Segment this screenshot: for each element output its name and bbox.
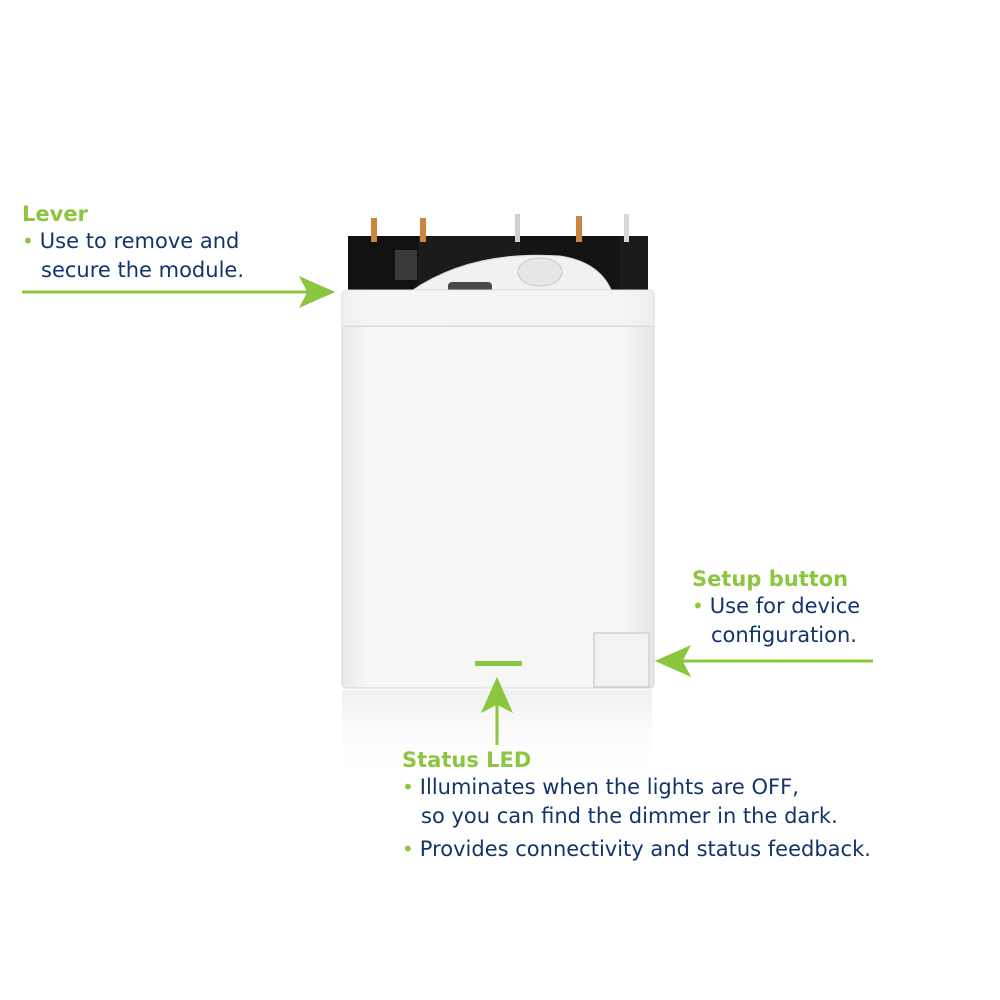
status-bullet-1-line1: Illuminates when the lights are OFF, [419, 775, 799, 799]
setup-callout: Setup button •Use for device configurati… [692, 566, 860, 650]
lever-bullet-line1: Use to remove and [39, 229, 240, 253]
lever-bullet-line2: secure the module. [41, 258, 244, 282]
terminal-pin [515, 214, 520, 242]
status-bullet-1-line2: so you can find the dimmer in the dark. [421, 804, 838, 828]
terminal-pin [624, 214, 629, 242]
bullet-dot-icon: • [22, 229, 34, 253]
setup-button[interactable] [593, 632, 650, 688]
bullet-dot-icon: • [402, 775, 414, 799]
setup-title: Setup button [692, 567, 849, 591]
setup-arrow [654, 644, 873, 678]
status-bullet-2-line1: Provides connectivity and status feedbac… [419, 837, 871, 861]
setup-bullet-line2: configuration. [711, 623, 857, 647]
setup-bullet-line1: Use for device [709, 594, 861, 618]
bullet-dot-icon: • [692, 594, 704, 618]
bullet-dot-icon: • [402, 837, 414, 861]
lever-arrow [22, 275, 336, 309]
module-body [341, 289, 655, 689]
terminal-pin [420, 218, 426, 242]
status-arrow [480, 676, 514, 745]
status-title: Status LED [402, 748, 532, 772]
lever-callout: Lever •Use to remove and secure the modu… [22, 201, 244, 285]
status-bullet-2: •Provides connectivity and status feedba… [402, 835, 871, 864]
lever-bullet: •Use to remove and secure the module. [22, 227, 244, 285]
terminal-pin [371, 218, 377, 242]
terminal-pin [576, 216, 582, 242]
status-led [475, 661, 522, 666]
lever-title: Lever [22, 202, 88, 226]
status-callout: Status LED •Illuminates when the lights … [402, 747, 871, 864]
setup-bullet: •Use for device configuration. [692, 592, 860, 650]
status-bullet-1: •Illuminates when the lights are OFF, so… [402, 773, 871, 831]
